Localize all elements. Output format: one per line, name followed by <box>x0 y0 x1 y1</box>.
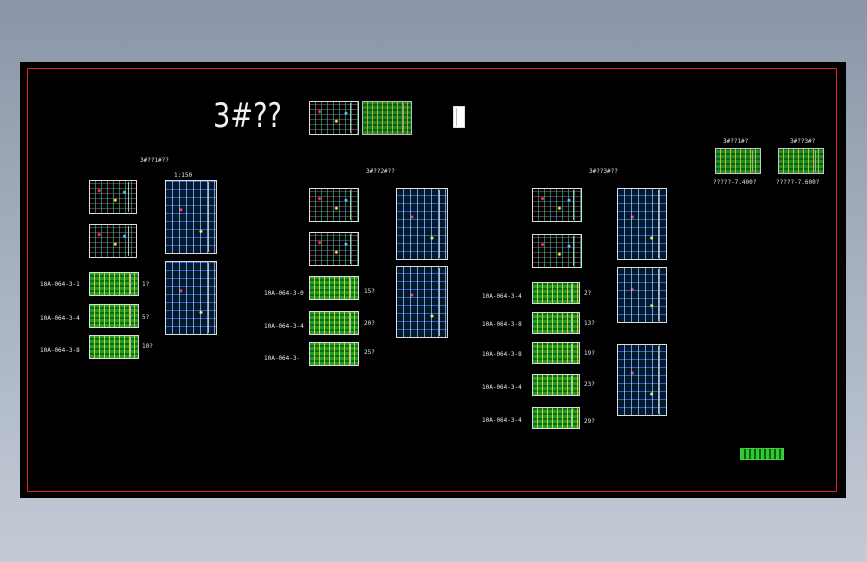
col1-ref-2: 10A-064-3-4 <box>40 315 80 322</box>
col3-tall-sheet-1[interactable] <box>617 188 667 260</box>
col3-plan-2[interactable] <box>532 234 582 268</box>
col2-count-2: 20? <box>364 320 375 327</box>
col1-strip-3[interactable] <box>89 335 139 359</box>
col2-ref-3: 10A-064-3- <box>264 355 301 362</box>
logo-stamp <box>740 448 784 460</box>
col3-count-2: 13? <box>584 320 595 327</box>
col3-header: 3#??3#?? <box>589 168 618 175</box>
col1-ref-3: 10A-064-3-8 <box>40 347 80 354</box>
col3-strip-5[interactable] <box>532 407 580 429</box>
col3-ref-4: 10A-064-3-4 <box>482 384 522 391</box>
thumbnail-top-2[interactable] <box>362 101 412 135</box>
thumbnail-top-3[interactable] <box>453 106 465 128</box>
col3-tall-sheet-2[interactable] <box>617 267 667 323</box>
col2-count-3: 25? <box>364 349 375 356</box>
col2-strip-2[interactable] <box>309 311 359 335</box>
col3-count-4: 23? <box>584 381 595 388</box>
col2-strip-3[interactable] <box>309 342 359 366</box>
drawing-title: 3#?? <box>213 96 282 136</box>
col1-ref-1: 10A-064-3-1 <box>40 281 80 288</box>
col2-header: 3#??2#?? <box>366 168 395 175</box>
elevation-label-2: ?????-7.600? <box>776 179 820 186</box>
col2-strip-1[interactable] <box>309 276 359 300</box>
col2-tall-sheet-1[interactable] <box>396 188 448 260</box>
col1-tall-sheet-2[interactable] <box>165 261 217 335</box>
col1-count-3: 10? <box>142 343 153 350</box>
thumbnail-top-1[interactable] <box>309 101 359 135</box>
side-sheet-2[interactable] <box>778 148 824 174</box>
col1-plan-2[interactable] <box>89 224 137 258</box>
col1-strip-2[interactable] <box>89 304 139 328</box>
col3-ref-5: 10A-064-3-4 <box>482 417 522 424</box>
side-header-1: 3#??1#? <box>723 138 749 145</box>
col3-ref-3: 10A-064-3-8 <box>482 351 522 358</box>
col1-tall-sheet-1[interactable] <box>165 180 217 254</box>
col3-ref-1: 10A-064-3-4 <box>482 293 522 300</box>
col3-ref-2: 10A-064-3-8 <box>482 321 522 328</box>
col2-tall-sheet-2[interactable] <box>396 266 448 338</box>
col3-strip-3[interactable] <box>532 342 580 364</box>
col3-strip-1[interactable] <box>532 282 580 304</box>
side-sheet-1[interactable] <box>715 148 761 174</box>
col1-count-2: 5? <box>142 314 150 321</box>
elevation-label-1: ?????-7.400? <box>713 179 757 186</box>
col1-plan-1[interactable] <box>89 180 137 214</box>
drawing-border-frame <box>27 68 837 492</box>
drawing-canvas[interactable]: 3#?? 3#??1#?? 3#??2#?? 3#??3#?? 1:150 10… <box>20 62 846 498</box>
col2-plan-1[interactable] <box>309 188 359 222</box>
col3-tall-sheet-3[interactable] <box>617 344 667 416</box>
col3-strip-4[interactable] <box>532 374 580 396</box>
col1-strip-1[interactable] <box>89 272 139 296</box>
col1-header: 3#??1#?? <box>140 157 169 164</box>
col3-count-3: 19? <box>584 350 595 357</box>
col3-strip-2[interactable] <box>532 312 580 334</box>
col2-ref-2: 10A-064-3-4 <box>264 323 304 330</box>
col2-plan-2[interactable] <box>309 232 359 266</box>
side-header-2: 3#??3#? <box>790 138 816 145</box>
col2-count-1: 15? <box>364 288 375 295</box>
col2-ref-1: 10A-064-3-0 <box>264 290 304 297</box>
col3-count-5: 29? <box>584 418 595 425</box>
col3-count-1: 2? <box>584 290 592 297</box>
col3-plan-1[interactable] <box>532 188 582 222</box>
col1-count-1: 1? <box>142 281 150 288</box>
scale-label: 1:150 <box>174 172 193 179</box>
